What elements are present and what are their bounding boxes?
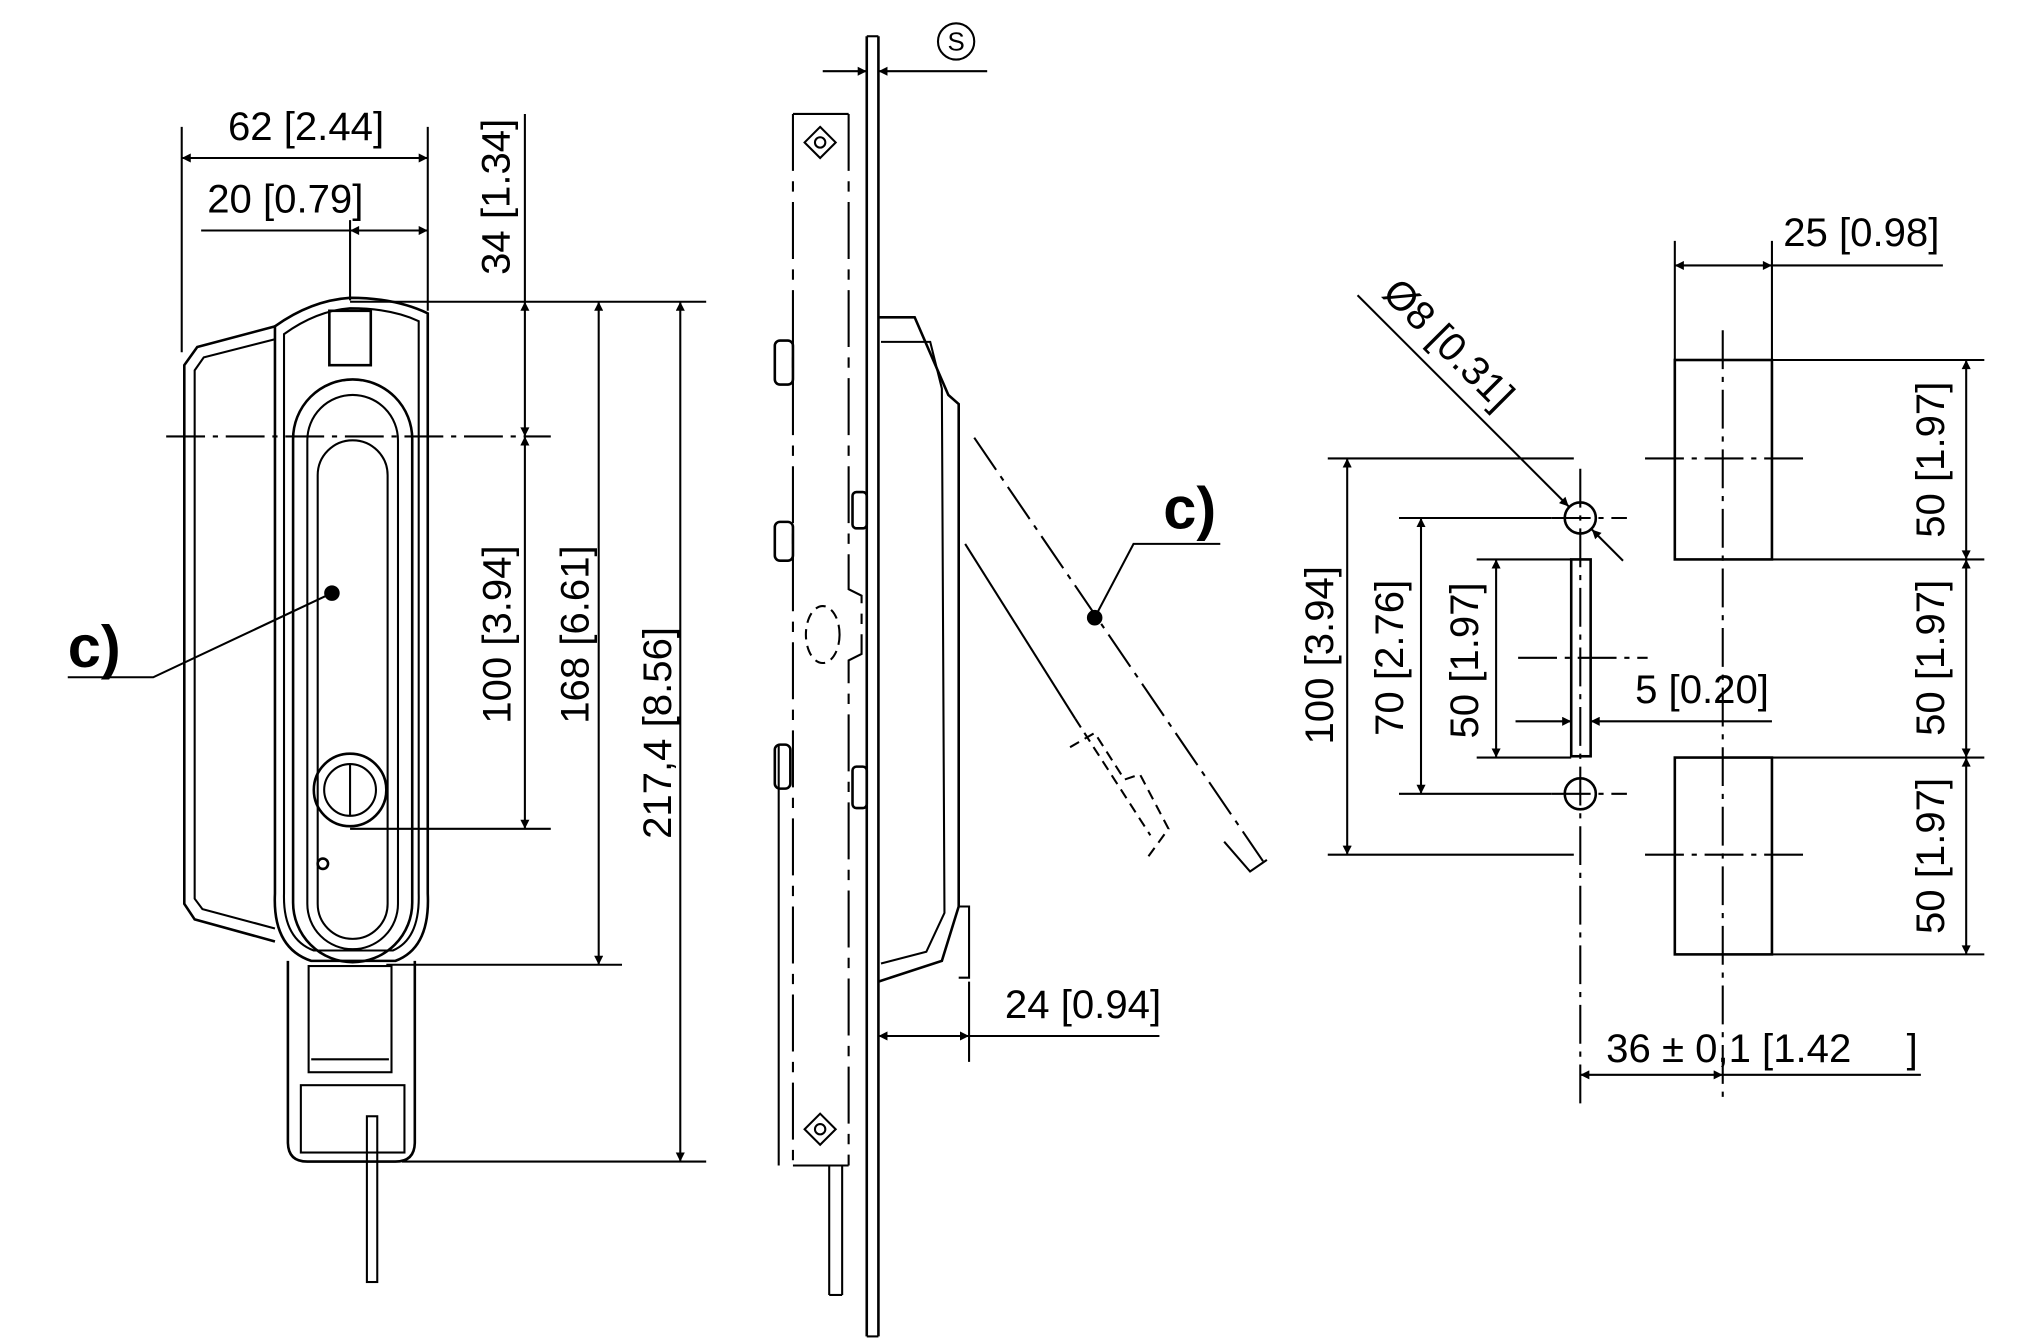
fastener-nut <box>851 490 869 530</box>
side-view: S c) <box>773 22 1268 1338</box>
thickness-symbol-label: S <box>947 29 964 57</box>
rod-guide-top-hole <box>813 136 827 149</box>
dim-label-rect-width: 25 [0.98] <box>1783 210 1939 255</box>
dim-label-hole-diameter: Ø8 [0.31] <box>1374 270 1523 419</box>
thickness-symbol-circle <box>936 22 976 61</box>
latch-lower-box <box>299 1084 406 1154</box>
housing-profile-inner <box>880 340 946 965</box>
lever-latch-hidden <box>1069 731 1170 858</box>
rod-guide-top <box>803 125 838 160</box>
indicator-window <box>328 309 373 367</box>
dim-label-projection: 24 [0.94] <box>1005 982 1161 1027</box>
fastener-nut <box>773 520 795 563</box>
housing-profile <box>878 315 960 983</box>
handle-lever <box>291 378 414 964</box>
dim-label-outer-spacing: 100 [3.94] <box>1297 566 1342 745</box>
callout-label: c) <box>1163 474 1216 541</box>
latch-rod <box>365 1115 379 1284</box>
rod-roller-hidden <box>804 605 841 665</box>
lever-open-lower <box>964 543 1077 720</box>
callout-leader <box>67 592 333 679</box>
diameter-leader <box>1356 294 1570 508</box>
dim-label-right-1: 50 [1.97] <box>1908 382 1953 538</box>
dim-label-slot-length: 50 [1.97] <box>1442 582 1487 738</box>
dim-label-offset: 36 ± 0,1 [1.42 <box>1606 1026 1851 1071</box>
housing-back-inner-outline <box>193 338 276 930</box>
dim-label-offset-close: ] <box>1907 1026 1918 1071</box>
callout-leader <box>1093 542 1221 619</box>
handle-lever-inner <box>306 393 400 951</box>
dim-label-right-3: 50 [1.97] <box>1908 778 1953 934</box>
fastener-nut <box>773 743 792 790</box>
dim-label-right-2: 50 [1.97] <box>1908 580 1953 736</box>
dim-label-center-to-lock: 100 [3.94] <box>475 545 520 724</box>
housing-back-outline <box>183 325 276 943</box>
handle-lever-recess <box>316 439 389 940</box>
callout-point <box>324 585 340 601</box>
diameter-leader-return <box>1591 528 1624 562</box>
latch-mechanism <box>307 965 393 1074</box>
dim-label-overall-height: 217,4 [8.56] <box>635 627 680 839</box>
latch-housing <box>286 960 417 1163</box>
fastener-nut <box>773 339 795 386</box>
dim-label-top-to-center: 34 [1.34] <box>473 119 518 275</box>
rod-guide-bottom <box>803 1112 838 1147</box>
housing-front-cover <box>273 296 430 963</box>
housing-bracket <box>958 905 971 979</box>
dim-label-width-total: 62 [2.44] <box>228 104 384 149</box>
callout-label: c) <box>68 613 121 680</box>
fastener-nut <box>851 765 869 810</box>
dim-label-handle-height: 168 [6.61] <box>552 545 597 724</box>
small-hole <box>316 857 330 871</box>
rod-bar-right <box>847 113 863 1166</box>
front-view: 62 [2.44] 20 [0.79] 34 [1.34] 100 [3.94]… <box>67 104 707 1284</box>
dim-label-hole-spacing: 70 [2.76] <box>1367 580 1412 736</box>
cutout-view: Ø8 [0.31] 100 [3.94] 70 [2.76] 50 [1.97] <box>1297 210 1985 1108</box>
dim-label-width-center: 20 [0.79] <box>207 176 363 221</box>
lock-cylinder <box>312 752 388 828</box>
dim-label-slot-width: 5 [0.20] <box>1635 667 1769 712</box>
rod-guide-bottom-hole <box>813 1122 827 1136</box>
lever-open-upper <box>973 437 1264 862</box>
lever-open-tip <box>1223 841 1268 873</box>
lever-open-lower-hidden <box>1074 718 1152 836</box>
